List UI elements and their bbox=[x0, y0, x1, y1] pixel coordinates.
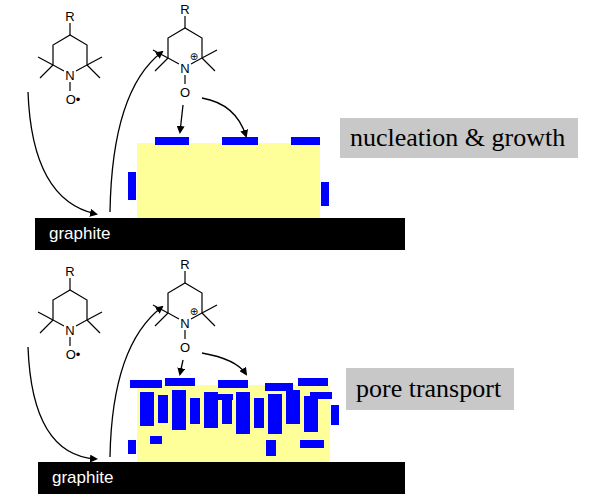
atom-label: N bbox=[179, 317, 190, 330]
nitroxide-radical bbox=[38, 278, 102, 346]
atom-label: O bbox=[179, 86, 191, 99]
process-label: pore transport bbox=[346, 368, 514, 410]
substituent-label: R bbox=[179, 3, 190, 16]
substituent-label: R bbox=[179, 258, 190, 271]
nitroxide-radical bbox=[38, 23, 102, 91]
charge-symbol: ⊕ bbox=[189, 307, 199, 317]
film-block bbox=[137, 385, 330, 462]
deposits bbox=[128, 378, 339, 456]
substituent-label: R bbox=[64, 10, 75, 23]
oxoammonium-cation bbox=[153, 16, 217, 84]
film-block bbox=[137, 143, 320, 222]
atom-label: N bbox=[64, 69, 75, 82]
graphite-substrate: graphite bbox=[35, 218, 405, 250]
deposits bbox=[128, 137, 329, 206]
atom-label: O• bbox=[65, 93, 82, 106]
process-text: nucleation & growth bbox=[350, 123, 565, 152]
reaction-arrows bbox=[28, 52, 246, 214]
atom-label: N bbox=[179, 62, 190, 75]
process-label: nucleation & growth bbox=[340, 118, 578, 158]
atom-label: O• bbox=[65, 348, 82, 361]
oxoammonium-cation bbox=[153, 271, 217, 339]
substrate-label: graphite bbox=[49, 224, 110, 244]
graphite-substrate: graphite bbox=[38, 462, 405, 494]
charge-symbol: ⊕ bbox=[189, 52, 199, 62]
atom-label: O bbox=[179, 341, 191, 354]
process-text: pore transport bbox=[356, 374, 501, 403]
reaction-arrows bbox=[28, 307, 246, 459]
substituent-label: R bbox=[64, 265, 75, 278]
atom-label: N bbox=[64, 324, 75, 337]
substrate-label: graphite bbox=[52, 468, 113, 488]
